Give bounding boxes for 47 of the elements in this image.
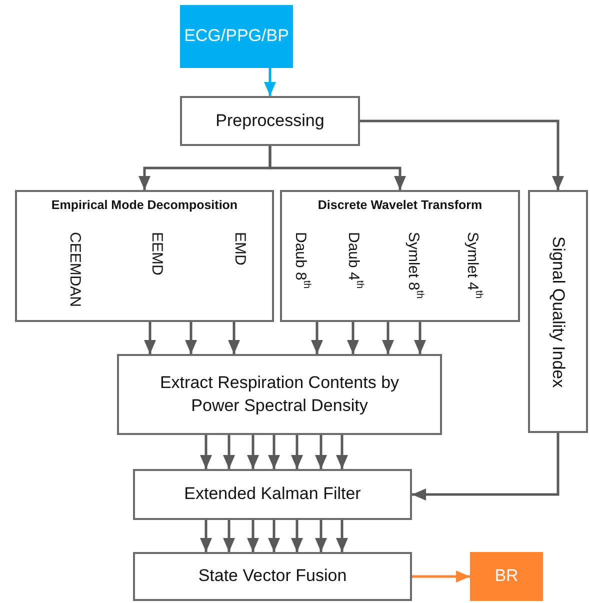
arrow <box>291 520 303 552</box>
arrow <box>412 570 470 582</box>
method-label: EMD <box>232 232 248 266</box>
process-box <box>15 190 274 322</box>
process-box <box>133 552 412 601</box>
process-box <box>180 5 293 68</box>
box-label: BR <box>494 565 520 588</box>
arrow <box>414 322 426 354</box>
arrow <box>347 322 359 354</box>
box-label: Preprocessing <box>214 110 326 132</box>
arrow <box>360 120 564 190</box>
arrow <box>336 435 348 469</box>
process-box <box>117 354 442 435</box>
process-box <box>470 552 543 601</box>
arrow <box>144 322 156 354</box>
arrow <box>247 520 259 552</box>
arrow <box>412 433 560 500</box>
arrow <box>228 322 240 354</box>
box-label: Extended Kalman Filter <box>183 483 362 506</box>
arrow <box>291 435 303 469</box>
process-box <box>280 190 520 322</box>
method-label: EEMD <box>148 232 166 276</box>
arrow <box>200 520 212 552</box>
process-box <box>528 190 588 433</box>
box-heading: Empirical Mode Decomposition <box>50 198 239 212</box>
arrow <box>315 435 327 469</box>
arrow <box>336 520 348 552</box>
arrow <box>200 435 212 469</box>
method-label: CEEMDAN <box>66 232 84 308</box>
box-label: State Vector Fusion <box>197 565 348 588</box>
arrow <box>247 435 259 469</box>
process-box <box>133 469 412 520</box>
process-box <box>180 96 360 146</box>
box-label: Extract Respiration Contents by Power Spectral Density <box>158 372 400 416</box>
box-label: ECG/PPG/BP <box>183 25 290 48</box>
arrow <box>185 322 197 354</box>
arrow <box>268 520 280 552</box>
arrow <box>223 520 235 552</box>
arrow <box>223 435 235 469</box>
arrow <box>311 322 323 354</box>
box-label: Signal Quality Index <box>548 236 568 388</box>
arrow <box>264 68 276 96</box>
box-heading: Discrete Wavelet Transform <box>316 198 484 212</box>
arrow <box>268 435 280 469</box>
arrow <box>268 146 406 190</box>
arrow <box>315 520 327 552</box>
arrow <box>382 322 394 354</box>
